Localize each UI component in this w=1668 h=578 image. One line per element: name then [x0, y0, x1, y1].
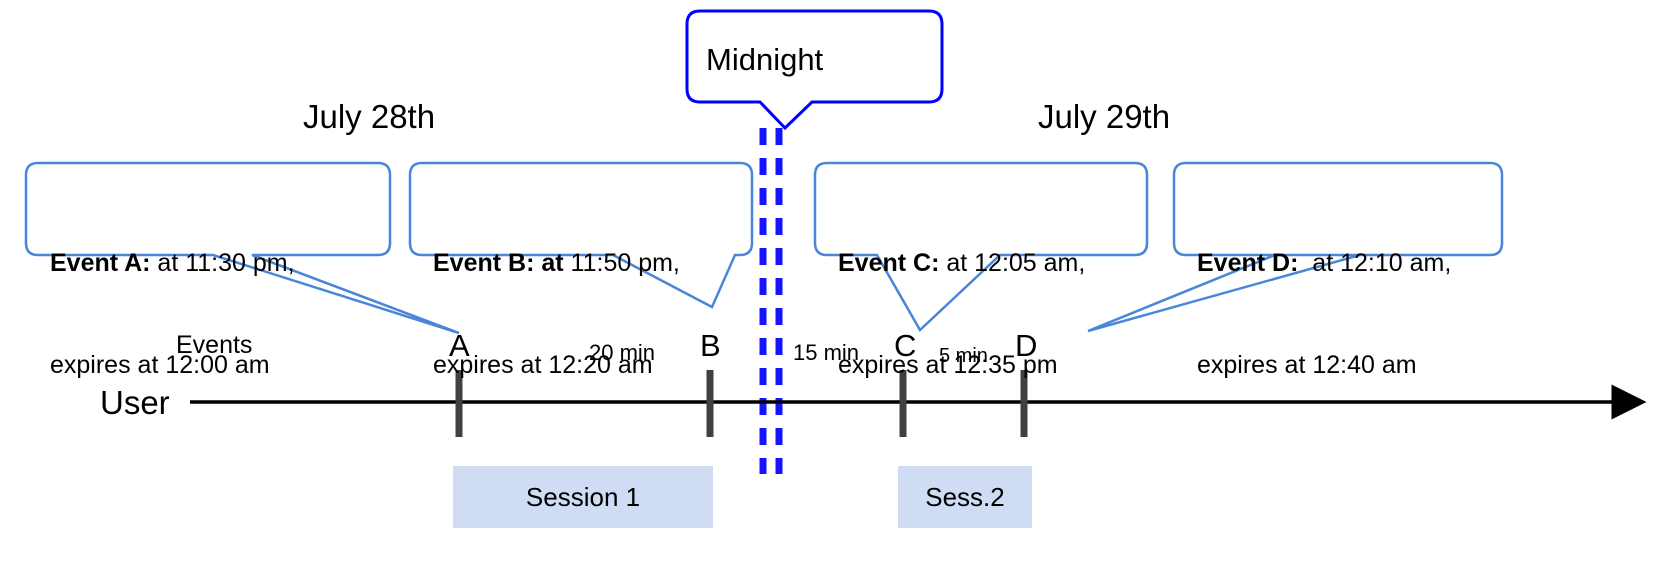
- event-c-bold-label: Event C:: [838, 249, 940, 277]
- event-a-callout-text: Event A: at 11:30 pm, expires at 12:00 a…: [50, 178, 295, 450]
- row-label-events: Events: [176, 331, 253, 359]
- session-box-1: Session 1: [453, 466, 713, 528]
- event-a-line1-rest: at 11:30 pm,: [150, 249, 295, 277]
- event-b-callout-text: Event B: at 11:50 pm, expires at 12:20 a…: [433, 178, 680, 450]
- event-c-callout-text: Event C: at 12:05 am, expires at 12:35 p…: [838, 178, 1085, 450]
- event-a-bold-label: Event A:: [50, 249, 151, 277]
- timeline-marker-label-d: D: [1015, 328, 1038, 363]
- event-d-line1-rest: at 12:10 am,: [1298, 249, 1452, 277]
- event-a-line2: expires at 12:00 am: [50, 351, 270, 379]
- gap-label-b-c: 15 min: [793, 340, 860, 365]
- date-label-july-29: July 29th: [1038, 98, 1171, 135]
- timeline-marker-label-a: A: [449, 328, 470, 363]
- event-d-bold-label: Event D:: [1197, 249, 1299, 277]
- event-b-line1-rest: 11:50 pm,: [563, 249, 680, 277]
- event-d-callout-text: Event D: at 12:10 am, expires at 12:40 a…: [1197, 178, 1451, 450]
- event-c-line2: expires at 12:35 pm: [838, 351, 1058, 379]
- gap-label-a-b: 20 min: [589, 340, 656, 365]
- session-box-2: Sess.2: [898, 466, 1032, 528]
- event-b-bold-label: Event B: at: [433, 249, 564, 277]
- event-b-line2: expires at 12:20 am: [433, 351, 653, 379]
- event-d-line2: expires at 12:40 am: [1197, 351, 1417, 379]
- row-label-user: User: [100, 384, 170, 421]
- event-c-line1-rest: at 12:05 am,: [939, 249, 1086, 277]
- timeline-marker-label-b: B: [700, 328, 721, 363]
- timeline-marker-label-c: C: [894, 328, 917, 363]
- midnight-label: Midnight: [706, 42, 824, 77]
- date-label-july-28: July 28th: [303, 98, 436, 135]
- gap-label-c-d: 5 min: [939, 345, 988, 367]
